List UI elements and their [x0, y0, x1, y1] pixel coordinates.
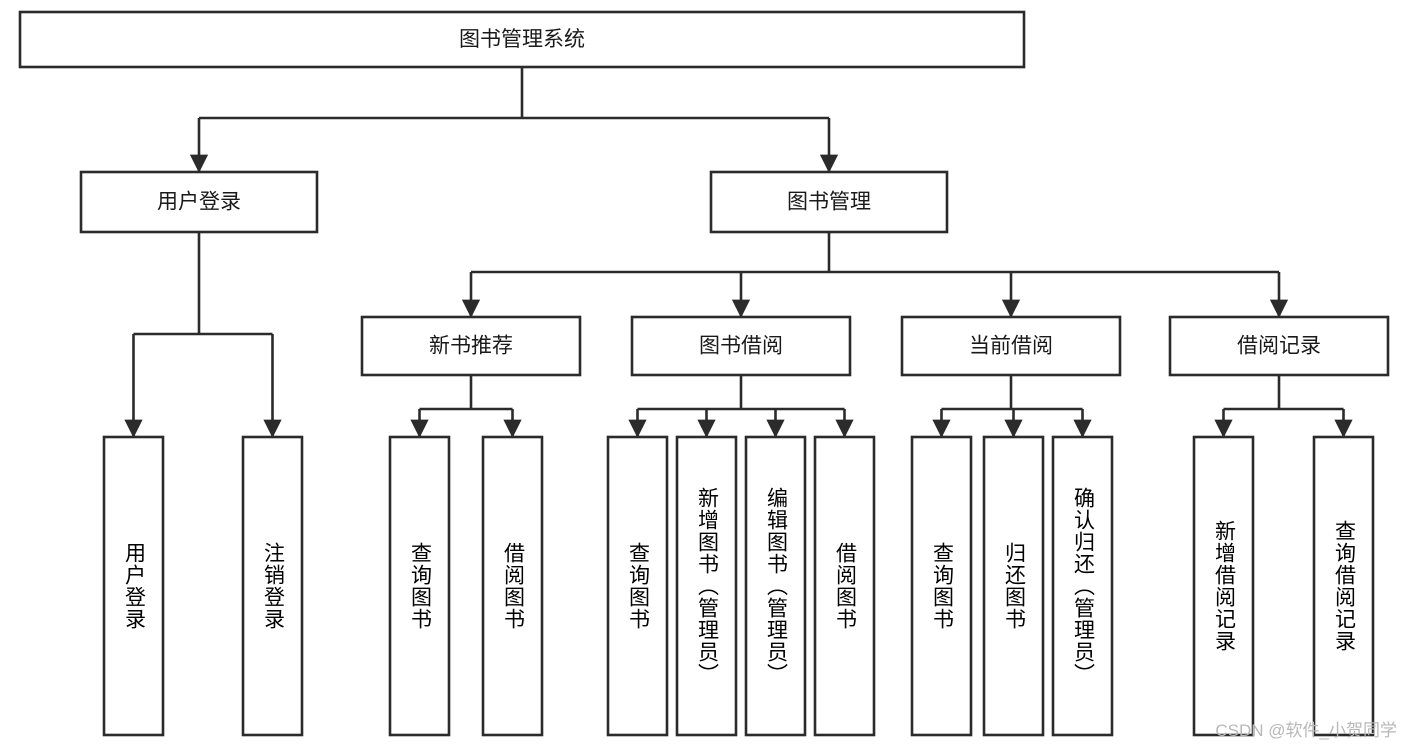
node-label: 用户登录 — [157, 191, 241, 214]
node-leaf-新增借阅记录[interactable]: 新增借阅记录 — [1192, 435, 1255, 737]
node-label: 借阅图书 — [501, 542, 525, 630]
node-box — [606, 435, 669, 737]
node-label: 确认归还（管理员） — [1071, 487, 1095, 685]
node-box — [910, 435, 973, 737]
node-label-wrap: 确认归还（管理员） — [1071, 487, 1095, 685]
node-leaf-新增图书管理员[interactable]: 新增图书（管理员） — [675, 435, 738, 737]
node-box — [900, 315, 1122, 377]
node-label: 查询图书 — [408, 542, 432, 630]
node-label: 查询借阅记录 — [1332, 520, 1356, 652]
node-leaf-注销登录[interactable]: 注销登录 — [241, 435, 304, 737]
node-box — [1192, 435, 1255, 737]
node-label-wrap: 查询图书 — [408, 542, 432, 630]
node-label: 图书借阅 — [699, 335, 783, 358]
node-label: 用户登录 — [122, 542, 146, 630]
node-box — [813, 435, 876, 737]
node-box — [18, 10, 1026, 69]
node-label-wrap: 查询图书 — [930, 542, 954, 630]
node-box — [675, 435, 738, 737]
node-box — [1168, 315, 1390, 377]
node-leaf-查询借阅记录[interactable]: 查询借阅记录 — [1312, 435, 1375, 737]
node-label: 查询图书 — [930, 542, 954, 630]
node-label: 新书推荐 — [429, 335, 513, 358]
node-label-wrap: 编辑图书（管理员） — [764, 487, 788, 685]
node-box — [982, 435, 1045, 737]
node-label: 编辑图书（管理员） — [764, 487, 788, 685]
node-leaf-用户登录[interactable]: 用户登录 — [102, 435, 165, 737]
node-box — [1051, 435, 1114, 737]
node-label: 归还图书 — [1002, 542, 1026, 630]
node-l2-图书管理[interactable]: 图书管理 — [709, 170, 949, 234]
node-box — [241, 435, 304, 737]
node-label: 新增图书（管理员） — [695, 487, 719, 685]
node-l3-图书借阅[interactable]: 图书借阅 — [630, 315, 852, 377]
node-label-wrap: 注销登录 — [261, 542, 285, 630]
node-label: 借阅记录 — [1237, 335, 1321, 358]
node-leaf-归还图书[interactable]: 归还图书 — [982, 435, 1045, 737]
node-l3-新书推荐[interactable]: 新书推荐 — [360, 315, 582, 377]
node-leaf-查询图书[interactable]: 查询图书 — [606, 435, 669, 737]
node-label: 图书管理系统 — [459, 28, 585, 51]
node-root-图书管理系统[interactable]: 图书管理系统 — [18, 10, 1026, 69]
node-label: 借阅图书 — [833, 542, 857, 630]
node-box — [1312, 435, 1375, 737]
node-label-wrap: 用户登录 — [122, 542, 146, 630]
node-l3-借阅记录[interactable]: 借阅记录 — [1168, 315, 1390, 377]
node-box — [388, 435, 451, 737]
node-label: 当前借阅 — [969, 335, 1053, 358]
node-leaf-借阅图书[interactable]: 借阅图书 — [481, 435, 544, 737]
node-label: 注销登录 — [261, 542, 285, 630]
node-label: 图书管理 — [787, 191, 871, 214]
node-box — [709, 170, 949, 234]
node-label-wrap: 借阅图书 — [501, 542, 525, 630]
node-l3-当前借阅[interactable]: 当前借阅 — [900, 315, 1122, 377]
node-box — [79, 170, 319, 234]
node-box — [360, 315, 582, 377]
node-label-wrap: 新增图书（管理员） — [695, 487, 719, 685]
node-layer: 图书管理系统用户登录图书管理新书推荐图书借阅当前借阅借阅记录用户登录注销登录查询… — [18, 10, 1390, 737]
node-leaf-确认归还管理员[interactable]: 确认归还（管理员） — [1051, 435, 1114, 737]
node-l2-用户登录[interactable]: 用户登录 — [79, 170, 319, 234]
connector-layer — [124, 67, 1353, 438]
node-label-wrap: 新增借阅记录 — [1212, 520, 1236, 652]
node-box — [481, 435, 544, 737]
node-box — [744, 435, 807, 737]
node-leaf-借阅图书[interactable]: 借阅图书 — [813, 435, 876, 737]
node-label-wrap: 查询借阅记录 — [1332, 520, 1356, 652]
node-label: 查询图书 — [626, 542, 650, 630]
node-box — [102, 435, 165, 737]
node-leaf-编辑图书管理员[interactable]: 编辑图书（管理员） — [744, 435, 807, 737]
node-leaf-查询图书[interactable]: 查询图书 — [388, 435, 451, 737]
node-label: 新增借阅记录 — [1212, 520, 1236, 652]
node-leaf-查询图书[interactable]: 查询图书 — [910, 435, 973, 737]
node-box — [630, 315, 852, 377]
node-label-wrap: 归还图书 — [1002, 542, 1026, 630]
node-label-wrap: 借阅图书 — [833, 542, 857, 630]
node-label-wrap: 查询图书 — [626, 542, 650, 630]
